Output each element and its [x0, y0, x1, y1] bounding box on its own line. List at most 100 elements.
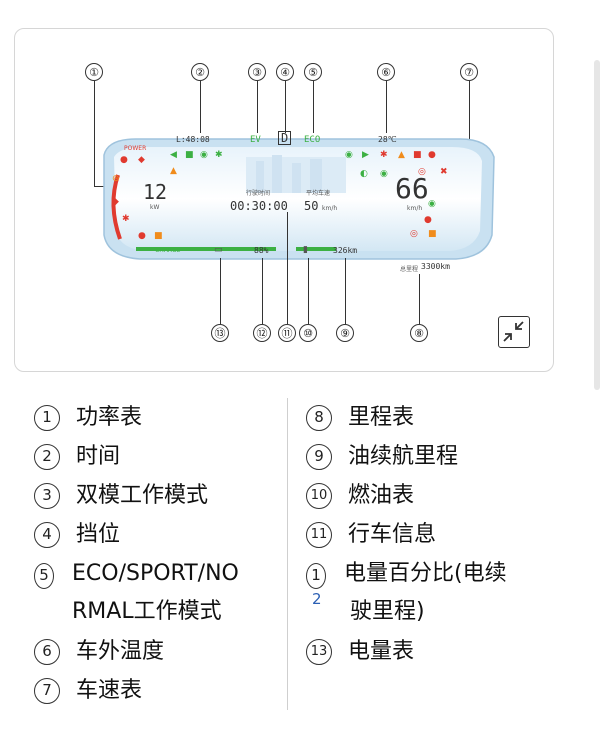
callout-2: ②: [191, 63, 209, 81]
trip-speed: 50: [304, 199, 319, 213]
callout-7: ⑦: [460, 63, 478, 81]
indicator-icon: ■: [154, 231, 163, 241]
legend-item: 3 双模工作模式: [34, 481, 208, 511]
indicator-icon: ◉: [200, 150, 208, 160]
power-arc: [111, 174, 122, 240]
leader-10: [308, 258, 309, 324]
trip-title-time: 行驶时间: [246, 190, 271, 197]
callout-4: ④: [276, 63, 294, 81]
indicator-icon: ■: [185, 150, 194, 160]
legend-number: 11: [306, 522, 332, 548]
indicator-icon: ◉: [428, 199, 436, 209]
odometer-label: 总里程: [400, 266, 419, 273]
power-unit: kW: [150, 204, 160, 211]
leader-1: [94, 81, 95, 186]
legend-label: 功率表: [76, 405, 143, 430]
legend-number: 4: [34, 522, 60, 548]
indicator-icon: ✖: [440, 167, 448, 177]
battery-icon: ▭: [214, 245, 223, 255]
leader-2: [200, 81, 201, 133]
legend-item: 10 燃油表: [306, 481, 414, 511]
legend-label: RMAL工作模式: [72, 599, 222, 624]
legend-item: 2 时间: [34, 442, 120, 472]
legend-number-suffix: 2: [312, 590, 322, 608]
legend-label: 车速表: [76, 678, 143, 703]
cluster-screen: [114, 147, 482, 251]
charge-bar: [136, 247, 276, 251]
legend-number: 6: [34, 639, 60, 665]
leader-8: [419, 274, 420, 324]
callout-11: ⑪: [278, 324, 296, 342]
callout-10: ⑩: [299, 324, 317, 342]
leader-3: [257, 81, 258, 133]
indicator-icon: ✱: [215, 150, 223, 160]
odometer-value: 3300km: [421, 262, 450, 271]
callout-3: ③: [248, 63, 266, 81]
legend-number: 1: [306, 563, 326, 589]
legend-item: 1 电量百分比(电续: [306, 559, 507, 589]
leader-13: [220, 258, 221, 324]
legend-number: 5: [34, 563, 54, 589]
legend-item: 6 车外温度: [34, 637, 164, 667]
callout-13: ⑬: [211, 324, 229, 342]
legend-label: 里程表: [348, 405, 415, 430]
legend-item: 7 车速表: [34, 676, 142, 706]
power-label: POWER: [124, 145, 147, 152]
fuel-bar: [296, 247, 336, 251]
legend-item-continued: 驶里程): [350, 597, 425, 627]
callout-6: ⑥: [377, 63, 395, 81]
callout-8: ⑧: [410, 324, 428, 342]
indicator-icon: ◆: [138, 155, 145, 165]
trip-speed-unit: km/h: [322, 205, 338, 212]
callout-5: ⑤: [304, 63, 322, 81]
indicator-icon: ●: [138, 231, 146, 241]
legend-label: 时间: [76, 444, 121, 469]
indicator-icon: ✱: [122, 214, 130, 224]
legend-number: 1: [34, 405, 60, 431]
callout-12: ⑫: [253, 324, 271, 342]
indicator-icon: ●: [424, 215, 432, 225]
callout-1: ①: [85, 63, 103, 81]
indicator-icon: ◐: [360, 169, 368, 179]
turn-left-icon: ◀: [170, 150, 177, 160]
indicator-icon: ◎: [410, 229, 418, 239]
legend-label: 电量表: [348, 639, 415, 664]
speed-value: 66: [395, 172, 429, 205]
speed-unit: km/h: [407, 205, 423, 212]
indicator-icon: ⊖: [112, 174, 120, 184]
legend-label: 燃油表: [348, 483, 415, 508]
scrollbar[interactable]: [594, 60, 600, 390]
legend-item: 1 功率表: [34, 403, 142, 433]
indicator-icon: ▲: [398, 150, 405, 160]
legend-label: 车外温度: [76, 639, 165, 664]
legend-number: 13: [306, 639, 332, 665]
leader-9: [345, 258, 346, 324]
indicator-icon: ◎: [418, 167, 426, 177]
drive-mode-display: ECO: [304, 135, 321, 145]
temp-display: 28℃: [378, 135, 397, 144]
warning-triangle-icon: ▲: [170, 166, 177, 176]
leader-7: [469, 81, 470, 186]
legend-item-continued: RMAL工作模式: [72, 597, 222, 627]
legend-item: 9 油续航里程: [306, 442, 458, 472]
fuel-icon: ▮: [303, 245, 308, 255]
legend-number: 8: [306, 405, 332, 431]
indicator-icon: ■: [428, 229, 437, 239]
legend-number: 10: [306, 483, 332, 509]
trip-time: 00:30:00: [230, 199, 288, 213]
legend-label: 双模工作模式: [76, 483, 209, 508]
legend-number: 7: [34, 678, 60, 704]
ev-range: 326km: [333, 246, 358, 255]
indicator-icon: ◆: [112, 197, 119, 207]
legend-label: 油续航里程: [348, 444, 459, 469]
power-value: 12: [143, 180, 168, 204]
indicator-icon: ✱: [380, 150, 388, 160]
legend-number: 2: [34, 444, 60, 470]
collapse-fullscreen-button[interactable]: [498, 316, 530, 348]
indicator-icon: ◉: [380, 169, 388, 179]
legend-item: 8 里程表: [306, 403, 414, 433]
turn-right-icon: ▶: [362, 150, 369, 160]
clock-display: L:48:08: [176, 135, 210, 144]
leader-12: [262, 258, 263, 324]
legend-label: 挡位: [76, 522, 121, 547]
